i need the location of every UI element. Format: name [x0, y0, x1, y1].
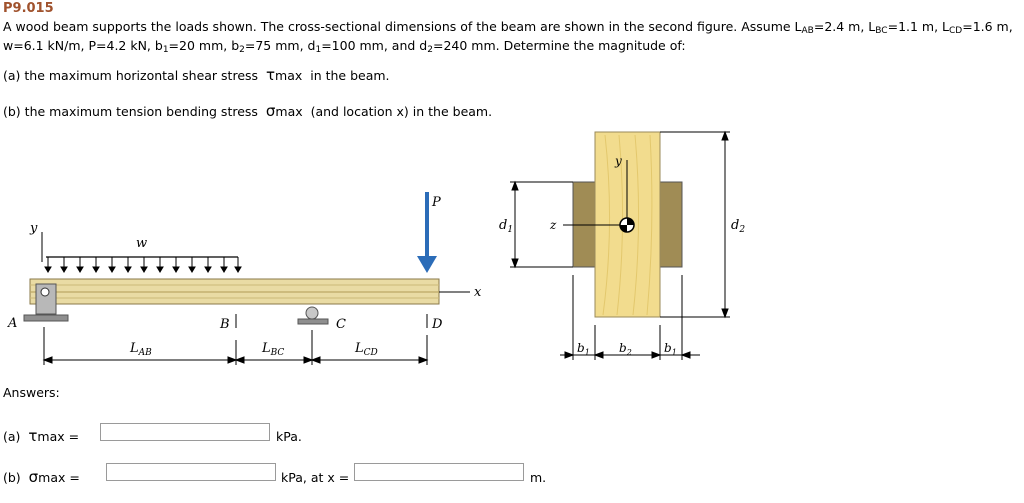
answers-heading: Answers: — [3, 385, 60, 400]
distributed-load-arrows — [44, 257, 242, 273]
roller-support-c — [305, 306, 319, 320]
section-z-label: z — [549, 218, 557, 232]
span-lcd-label: LCD — [354, 341, 378, 358]
span-lab-label: LAB — [129, 341, 152, 358]
answer-b-unit: kPa, at x = — [281, 470, 350, 485]
d1-label: d1 — [499, 218, 513, 235]
answer-b-label: (b) σmax = — [3, 468, 80, 486]
point-c-label: C — [336, 317, 346, 332]
d1-dimension — [510, 180, 573, 269]
answer-a-unit: kPa. — [276, 429, 302, 444]
question-b: (b) the maximum tension bending stress σ… — [3, 102, 493, 120]
section-y-label: y — [614, 154, 622, 168]
b2-label: b2 — [619, 341, 632, 357]
point-b-label: B — [219, 317, 230, 332]
problem-statement-line2: w=6.1 kN/m, P=4.2 kN, b1=20 mm, b2=75 mm… — [3, 38, 686, 55]
beam-diagram: y w x A C B D P — [7, 192, 482, 365]
load-p-label: P — [431, 195, 441, 210]
d2-dimension — [660, 130, 730, 319]
distributed-load-label: w — [136, 236, 147, 251]
answer-a-label: (a) τmax = — [3, 427, 80, 445]
location-x-unit: m. — [530, 470, 547, 485]
point-a-label: A — [7, 316, 17, 331]
point-d-label: D — [431, 317, 443, 332]
b1-left-label: b1 — [577, 341, 590, 357]
span-lbc-label: LBC — [261, 341, 284, 358]
problem-statement-line1: A wood beam supports the loads shown. Th… — [3, 19, 1013, 36]
x-axis-label: x — [474, 285, 482, 300]
tau-max-input[interactable] — [100, 423, 270, 441]
y-axis-label: y — [29, 221, 38, 236]
right-flange-b1 — [659, 181, 683, 268]
b-dimensions — [560, 275, 700, 360]
problem-id: P9.015 — [3, 1, 54, 16]
cross-section-diagram: y z d1 d2 b1 b2 b1 — [499, 130, 745, 360]
b1-right-label: b1 — [664, 341, 677, 357]
question-a: (a) the maximum horizontal shear stress … — [3, 66, 390, 84]
d2-label: d2 — [731, 218, 745, 235]
span-dimensions — [42, 327, 429, 365]
sigma-max-input[interactable] — [106, 463, 276, 481]
location-x-input[interactable] — [354, 463, 524, 481]
